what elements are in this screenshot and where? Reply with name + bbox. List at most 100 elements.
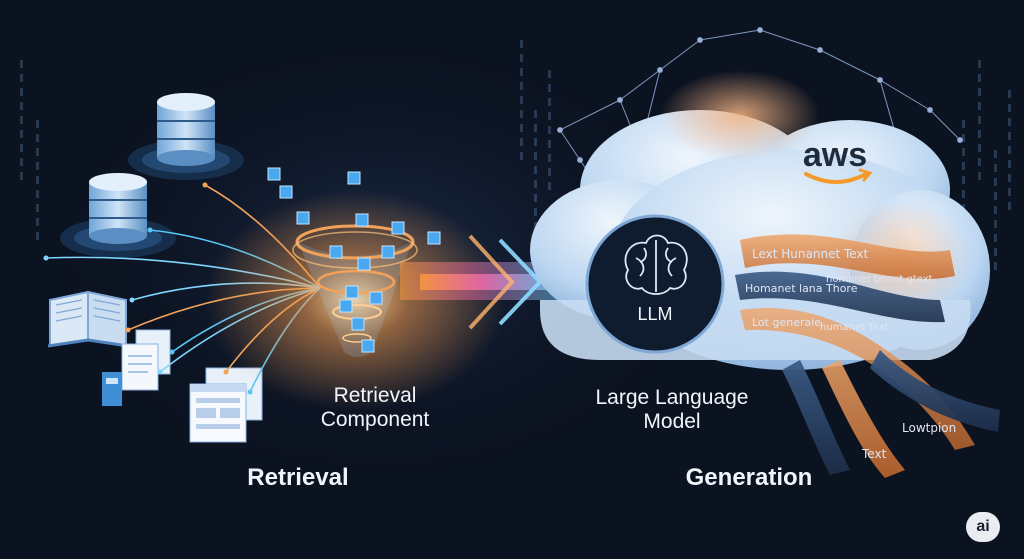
network-edge bbox=[619, 69, 661, 101]
code-glyph bbox=[1008, 174, 1011, 182]
code-glyph bbox=[534, 152, 537, 160]
network-node bbox=[557, 127, 563, 133]
code-glyph bbox=[548, 84, 551, 92]
code-glyph bbox=[962, 120, 965, 128]
data-cube bbox=[329, 245, 343, 259]
network-node bbox=[817, 47, 823, 53]
code-glyph bbox=[962, 134, 965, 142]
code-glyph bbox=[520, 96, 523, 104]
code-glyph bbox=[534, 180, 537, 188]
code-glyph bbox=[520, 82, 523, 90]
code-glyph bbox=[534, 194, 537, 202]
code-glyph bbox=[1008, 104, 1011, 112]
code-glyph bbox=[994, 248, 997, 256]
arrow-tip bbox=[147, 227, 153, 233]
code-glyph bbox=[520, 110, 523, 118]
retrieval-component-line-1: Retrieval bbox=[333, 384, 417, 407]
stream-text: Lext Hunannet Text bbox=[752, 247, 869, 261]
code-glyph bbox=[520, 54, 523, 62]
code-glyph bbox=[978, 102, 981, 110]
network-edge bbox=[819, 49, 881, 81]
network-edge bbox=[659, 39, 701, 71]
code-glyph bbox=[36, 120, 39, 128]
code-glyph bbox=[534, 124, 537, 132]
data-cube bbox=[381, 245, 395, 259]
code-glyph bbox=[1008, 160, 1011, 168]
stream-text: homanet bnnnt gtext bbox=[826, 274, 933, 285]
code-glyph bbox=[36, 232, 39, 240]
network-node bbox=[577, 157, 583, 163]
data-cube bbox=[339, 299, 353, 313]
code-glyph bbox=[994, 234, 997, 242]
network-edge bbox=[559, 99, 621, 131]
large-language-model-label: Large Language Model bbox=[580, 386, 764, 434]
code-rain-decoration bbox=[20, 40, 1011, 270]
arrow-tip bbox=[169, 349, 175, 355]
brain-icon bbox=[624, 234, 688, 295]
code-glyph bbox=[978, 88, 981, 96]
data-cube bbox=[357, 257, 371, 271]
network-edge bbox=[559, 129, 581, 161]
retrieval-label: Retrieval bbox=[247, 464, 349, 491]
data-cube bbox=[267, 167, 281, 181]
code-glyph bbox=[1008, 118, 1011, 126]
code-glyph bbox=[994, 192, 997, 200]
code-glyph bbox=[1008, 188, 1011, 196]
stream-text: humanet Text bbox=[820, 322, 888, 333]
llm-node: LLM bbox=[585, 214, 725, 354]
code-glyph bbox=[36, 190, 39, 198]
network-node bbox=[877, 77, 883, 83]
retrieval-component-line-2: Component bbox=[320, 408, 430, 432]
arrow-tip bbox=[202, 182, 208, 188]
code-glyph bbox=[994, 220, 997, 228]
book-icon bbox=[47, 290, 129, 348]
arrow-tip bbox=[157, 369, 163, 375]
code-glyph bbox=[534, 110, 537, 118]
code-glyph bbox=[36, 148, 39, 156]
arrow-tip bbox=[43, 255, 49, 261]
code-glyph bbox=[978, 74, 981, 82]
code-glyph bbox=[20, 158, 23, 166]
arrow-tip bbox=[223, 369, 229, 375]
code-glyph bbox=[36, 134, 39, 142]
network-node bbox=[617, 97, 623, 103]
code-glyph bbox=[1008, 202, 1011, 210]
code-glyph bbox=[994, 206, 997, 214]
stream-text: Lot generaie bbox=[752, 316, 821, 329]
code-glyph bbox=[962, 176, 965, 184]
code-glyph bbox=[962, 148, 965, 156]
code-glyph bbox=[548, 168, 551, 176]
large-language-model-line-2: Model bbox=[643, 410, 701, 434]
data-cube bbox=[347, 171, 361, 185]
network-edge bbox=[879, 79, 931, 111]
code-glyph bbox=[548, 112, 551, 120]
database-icon bbox=[60, 173, 176, 258]
code-glyph bbox=[978, 60, 981, 68]
code-glyph bbox=[548, 140, 551, 148]
code-glyph bbox=[36, 204, 39, 212]
code-glyph bbox=[962, 162, 965, 170]
code-glyph bbox=[994, 150, 997, 158]
code-glyph bbox=[548, 98, 551, 106]
arrow-tip bbox=[125, 327, 131, 333]
code-glyph bbox=[520, 124, 523, 132]
code-glyph bbox=[1008, 132, 1011, 140]
code-glyph bbox=[520, 40, 523, 48]
aws-logo: aws bbox=[803, 136, 873, 184]
code-glyph bbox=[1008, 90, 1011, 98]
document-icon bbox=[102, 329, 171, 406]
ai-badge: ai bbox=[966, 512, 1000, 542]
code-glyph bbox=[20, 130, 23, 138]
code-glyph bbox=[20, 144, 23, 152]
stream-text: Lowtpion bbox=[902, 421, 956, 435]
code-glyph bbox=[36, 162, 39, 170]
code-glyph bbox=[20, 88, 23, 96]
code-glyph bbox=[520, 68, 523, 76]
llm-label: LLM bbox=[637, 304, 672, 324]
data-cube bbox=[296, 211, 310, 225]
retrieval-component-label: Retrieval Component bbox=[300, 384, 450, 432]
code-glyph bbox=[978, 130, 981, 138]
code-glyph bbox=[534, 208, 537, 216]
code-glyph bbox=[20, 102, 23, 110]
